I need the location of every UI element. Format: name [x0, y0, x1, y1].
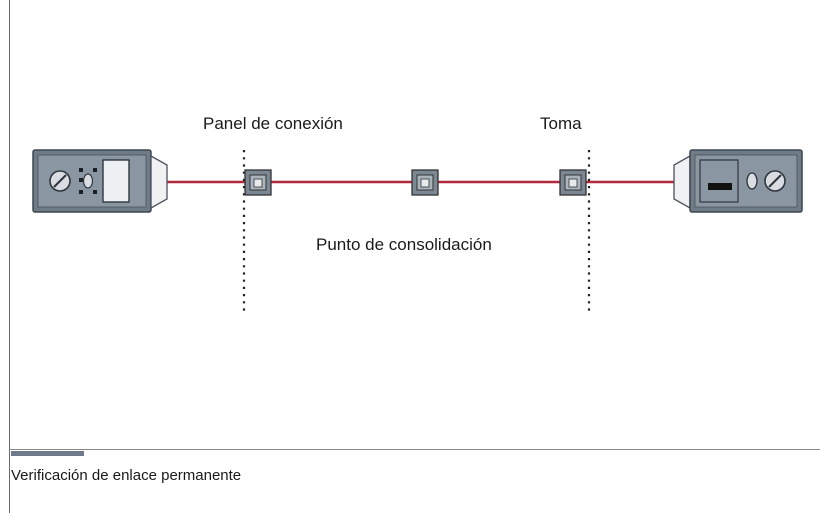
tester-main-unit-icon — [32, 149, 168, 213]
footer-accent-tab — [11, 451, 84, 456]
permanent-link-diagram: Panel de conexión Toma Punto de consolid… — [32, 114, 803, 312]
patch-panel-label: Panel de conexión — [203, 114, 343, 133]
footer-divider — [9, 449, 820, 450]
diagram-canvas — [32, 149, 803, 312]
tester-remote-unit-icon — [673, 149, 803, 213]
patch-panel-connector-icon — [244, 169, 272, 196]
outlet-connector-icon — [559, 169, 587, 196]
consolidation-point-label: Punto de consolidación — [316, 235, 492, 254]
left-border-rule — [9, 0, 10, 513]
outlet-label: Toma — [540, 114, 582, 133]
figure-caption: Verificación de enlace permanente — [11, 467, 242, 484]
consolidation-point-connector-icon — [411, 169, 439, 196]
